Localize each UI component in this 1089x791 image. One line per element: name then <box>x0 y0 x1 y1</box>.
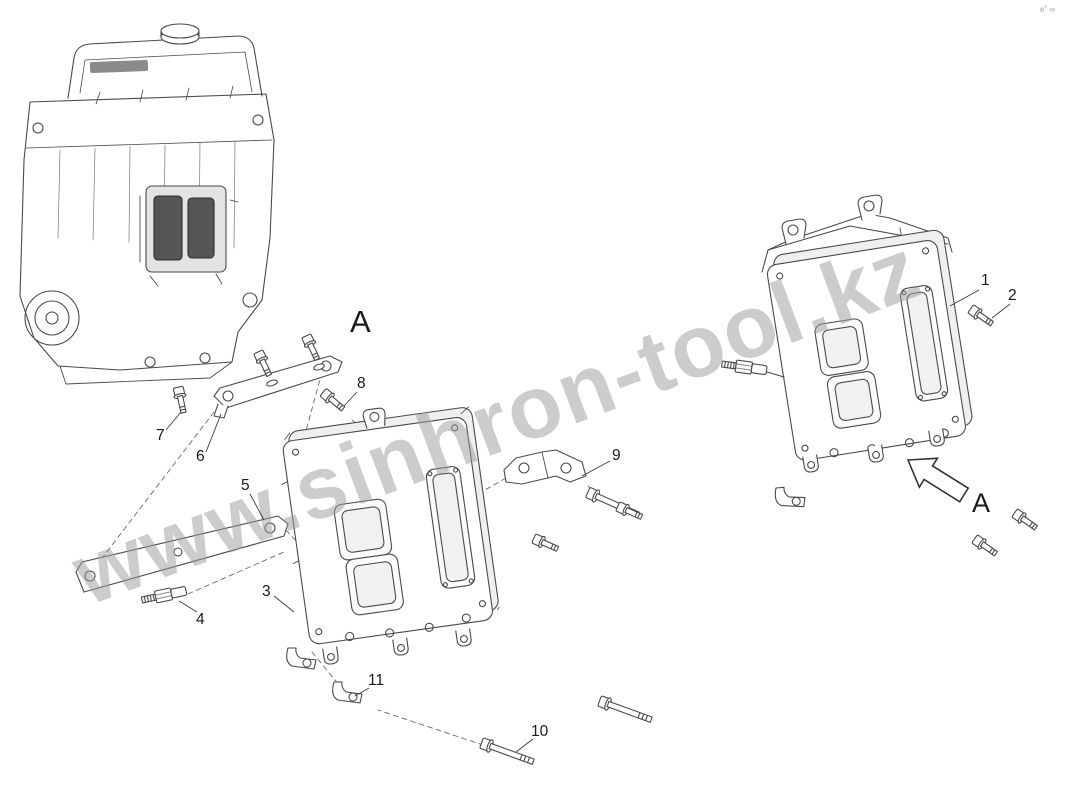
callout-number: 11 <box>368 672 384 689</box>
callout-number: 10 <box>531 723 549 740</box>
ecu-foot <box>867 444 885 464</box>
ecu-foot <box>802 454 820 474</box>
direction-arrow: A <box>906 457 990 518</box>
view-label-a: A <box>350 304 371 339</box>
callout-number: 7 <box>156 427 165 444</box>
callout-number: 1 <box>981 272 990 289</box>
callout-number: 3 <box>262 583 271 600</box>
callout-5: 5 <box>241 477 265 521</box>
mounting-strap <box>75 515 289 593</box>
ecu-foot <box>928 428 946 448</box>
annotations: A A 1 2 3 4 5 6 <box>156 5 1055 753</box>
crank-pulley <box>24 290 80 346</box>
mounting-bracket-top <box>761 194 953 293</box>
callout-6: 6 <box>196 413 222 465</box>
ecu-foot <box>322 646 340 666</box>
callout-number: 2 <box>1008 287 1017 304</box>
arrow-shape <box>906 457 970 503</box>
callout-1: 1 <box>949 272 990 307</box>
callout-number: 8 <box>357 375 366 392</box>
callout-number: 6 <box>196 448 205 465</box>
callout-3: 3 <box>262 583 295 613</box>
side-bracket <box>503 449 587 485</box>
ecu-on-engine <box>139 185 239 287</box>
callout-8: 8 <box>343 375 366 407</box>
washer <box>313 363 325 371</box>
ecu-assembled-view <box>720 194 1040 560</box>
callout-number: 9 <box>612 447 621 464</box>
callout-11: 11 <box>354 672 384 697</box>
callout-7: 7 <box>156 411 182 444</box>
callout-2: 2 <box>991 287 1017 319</box>
engine-overview-sketch <box>19 23 275 385</box>
callout-10: 10 <box>515 723 549 753</box>
callout-9: 9 <box>581 447 621 477</box>
ecu-main-body <box>281 406 500 645</box>
ecu-foot <box>392 637 410 657</box>
valve-cover-label <box>89 60 149 73</box>
corner-mark: e˚ ∞ <box>1040 5 1055 14</box>
arrow-label-a: A <box>972 488 990 518</box>
callout-number: 5 <box>241 477 250 494</box>
upper-bracket <box>213 355 343 419</box>
callout-number: 4 <box>196 611 205 628</box>
ecu-foot <box>455 628 473 648</box>
washer <box>266 379 278 387</box>
callout-4: 4 <box>178 600 205 628</box>
ecu-assembled-body <box>766 229 973 461</box>
ecu-exploded-view <box>75 332 654 769</box>
